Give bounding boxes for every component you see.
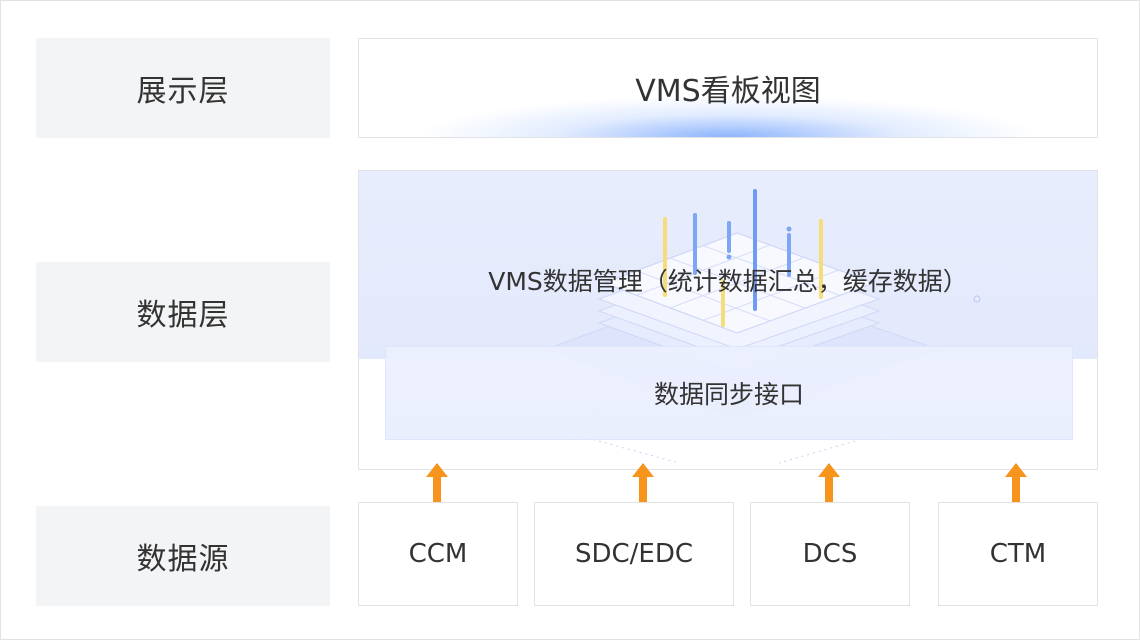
display-dashboard-box: VMS看板视图 xyxy=(358,38,1098,138)
data-management-title: VMS数据管理（统计数据汇总，缓存数据） xyxy=(488,267,968,296)
arrow-up-icon xyxy=(1005,463,1027,503)
arrow-up-icon xyxy=(632,463,654,503)
arrow-up-icon xyxy=(426,463,448,503)
source-dcs-box: DCS xyxy=(750,502,910,606)
data-sync-interface-box: 数据同步接口 xyxy=(385,346,1073,440)
source-ccm-box: CCM xyxy=(358,502,518,606)
source-sdc-edc-box: SDC/EDC xyxy=(534,502,734,606)
layer-label-display: 展示层 xyxy=(36,38,330,138)
layer-label-source: 数据源 xyxy=(36,506,330,606)
arrow-up-icon xyxy=(818,463,840,503)
source-ctm-box: CTM xyxy=(938,502,1098,606)
layer-label-data: 数据层 xyxy=(36,262,330,362)
